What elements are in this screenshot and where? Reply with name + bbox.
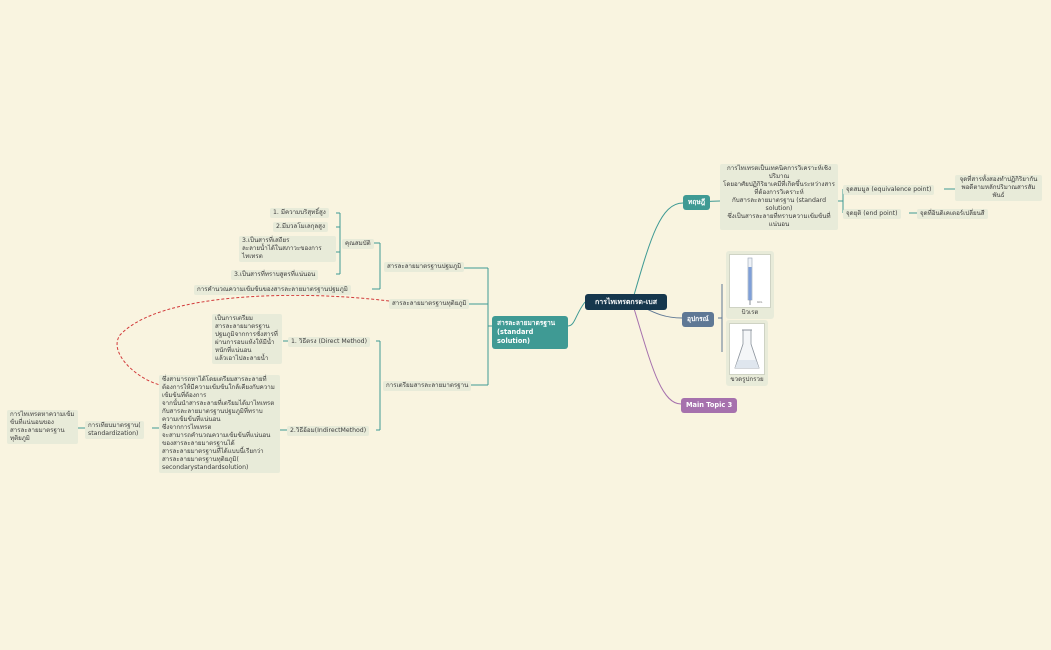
primary-standard[interactable]: สารละลายมาตรฐานปฐมภูมิ bbox=[384, 262, 465, 272]
connector-properties bbox=[336, 212, 341, 275]
connector-equip-images bbox=[718, 284, 723, 352]
standardization[interactable]: การเทียบมาตรฐาน( standardization) bbox=[85, 421, 144, 439]
burette-image-node[interactable]: 0mL บิวเรต bbox=[726, 251, 774, 319]
secondary-standard[interactable]: สารละลายมาตรฐานทุติยภูมิ bbox=[389, 299, 470, 309]
connector-root-standard bbox=[567, 301, 586, 327]
connector-prep-children bbox=[376, 340, 381, 431]
flask-caption: ขวดรูปกรวย bbox=[730, 376, 764, 383]
theory-topic[interactable]: ทฤษฎี bbox=[683, 195, 711, 210]
indirect-method[interactable]: 2.วิธีอ้อม(IndirectMethod) bbox=[287, 426, 370, 436]
connector-standard-trunk bbox=[487, 268, 492, 385]
property-1[interactable]: 1. มีความบริสุทธิ์สูง bbox=[270, 208, 329, 218]
direct-method-description[interactable]: เป็นการเตรียมสารละลายมาตรฐานปฐมภูมิจากกา… bbox=[212, 314, 282, 364]
main-topic-3[interactable]: Main Topic 3 bbox=[681, 398, 738, 413]
end-point-description[interactable]: จุดที่อินดิเคเตอร์เปลี่ยนสี bbox=[917, 209, 988, 219]
indirect-method-description[interactable]: ซึ่งสามารถหาได้โดยเตรียมสารละลายที่ต้องก… bbox=[159, 375, 280, 473]
property-3[interactable]: 3.เป็นสารที่เสถียร ละลายน้ำได้ในสภาวะของ… bbox=[239, 236, 336, 262]
property-4[interactable]: 3.เป็นสารที่ทราบสูตรที่แน่นอน bbox=[231, 270, 319, 280]
end-point[interactable]: จุดยุติ (end point) bbox=[843, 209, 901, 219]
connector-primary-children bbox=[352, 242, 381, 290]
connector-root-topic3 bbox=[631, 301, 682, 405]
direct-method[interactable]: 1. วิธีตรง (Direct Method) bbox=[288, 337, 370, 347]
root-topic[interactable]: การไทเทรตกรด-เบส bbox=[585, 294, 667, 310]
burette-marking: 0mL bbox=[757, 300, 763, 304]
primary-calculation[interactable]: การคำนวณความเข้มข้นของสารละลายมาตรฐานปฐม… bbox=[194, 285, 351, 295]
equivalence-point[interactable]: จุดสมมูล (equivalence point) bbox=[843, 185, 935, 195]
flask-icon bbox=[734, 329, 760, 369]
burette-icon: 0mL bbox=[747, 257, 763, 305]
properties-label[interactable]: คุณสมบัติ bbox=[342, 239, 374, 249]
standardization-description[interactable]: การไทเทรตหาความเข้มข้นที่แน่นอนของสารละล… bbox=[7, 410, 78, 444]
connector-root-theory bbox=[631, 202, 684, 303]
equivalence-point-description[interactable]: จุดที่สารทั้งสองทำปฏิกิริยากันพอดีตามหลั… bbox=[955, 175, 1042, 201]
burette-caption: บิวเรต bbox=[741, 309, 759, 316]
equipment-topic[interactable]: อุปกรณ์ bbox=[682, 312, 714, 327]
flask-image-node[interactable]: ขวดรูปกรวย bbox=[726, 320, 768, 386]
theory-description[interactable]: การไทเทรตเป็นเทคนิคการวิเคราะห์เชิงปริมา… bbox=[720, 164, 838, 230]
relationship-secondary-indirect bbox=[116, 294, 390, 386]
property-2[interactable]: 2.มีมวลโมเลกุลสูง bbox=[273, 222, 328, 232]
preparation-topic[interactable]: การเตรียมสารละลายมาตรฐาน bbox=[383, 381, 472, 391]
standard-solution-topic[interactable]: สารละลายมาตรฐาน (standard solution) bbox=[492, 316, 568, 349]
